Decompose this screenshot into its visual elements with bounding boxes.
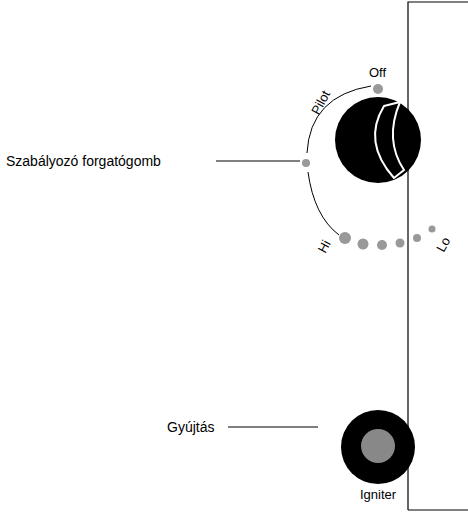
knob-grip bbox=[375, 102, 404, 178]
dial-label: Off bbox=[369, 66, 386, 79]
dial-dot bbox=[396, 239, 405, 248]
dial-dot bbox=[302, 159, 310, 167]
dial-dot bbox=[373, 84, 383, 94]
dial-label: Hi bbox=[316, 238, 333, 255]
igniter-center bbox=[361, 429, 395, 463]
leader-line bbox=[228, 427, 318, 428]
leader-line bbox=[216, 161, 300, 162]
dial-label: Pilot bbox=[309, 88, 332, 116]
dial-dot bbox=[358, 239, 369, 250]
panel-outline bbox=[408, 2, 468, 510]
dial-arc bbox=[308, 172, 339, 235]
igniter-button bbox=[341, 410, 415, 484]
panel-outline bbox=[408, 509, 468, 510]
dial-dot bbox=[413, 234, 421, 242]
dial-dot bbox=[429, 226, 436, 233]
control-knob bbox=[335, 97, 421, 183]
dial-label: Lo bbox=[434, 235, 452, 254]
part-label: Igniter bbox=[360, 488, 396, 501]
dial-dot bbox=[377, 240, 387, 250]
dial-dot bbox=[339, 232, 351, 244]
part-label: Szabályozó forgatógomb bbox=[6, 154, 161, 168]
part-label: Gyújtás bbox=[167, 420, 214, 434]
